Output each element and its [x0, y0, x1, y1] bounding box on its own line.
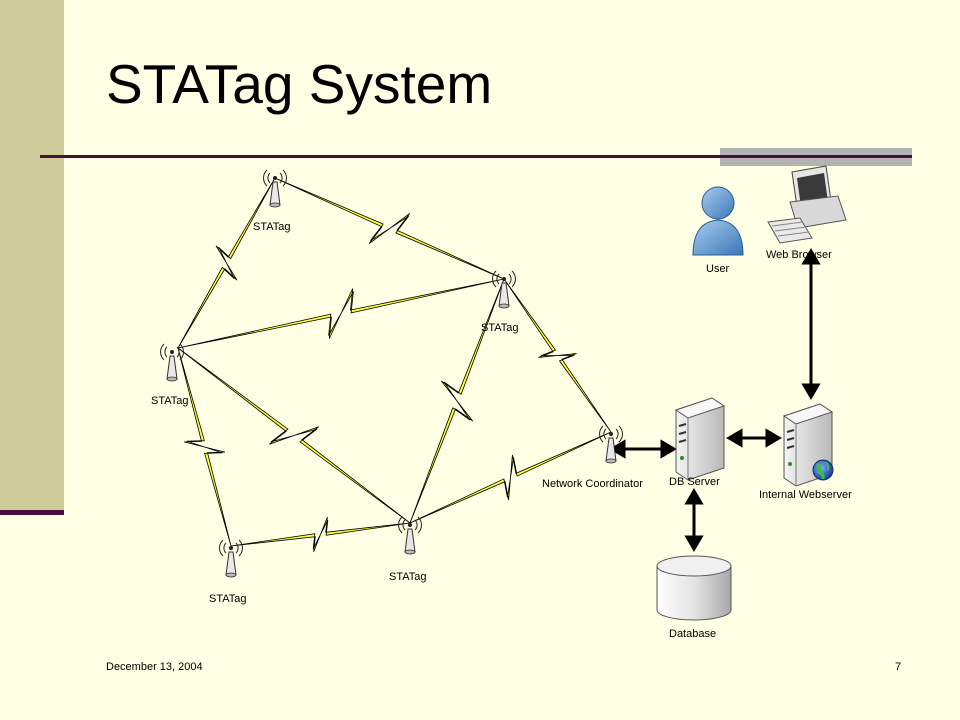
link-left-top	[177, 177, 276, 349]
database-label: Database	[669, 628, 716, 640]
link-bottomleft-bottomcenter	[230, 517, 411, 552]
slide-title: STATag System	[106, 53, 493, 115]
statag-bottom-center-label: STATag	[389, 571, 427, 583]
statag-left-label: STATag	[151, 395, 189, 407]
database-icon	[656, 555, 732, 621]
footer-date: December 13, 2004	[106, 661, 203, 673]
title-rule-over	[720, 155, 912, 158]
statag-left-antenna-icon	[160, 343, 184, 382]
statag-top-antenna-icon	[263, 169, 287, 208]
statag-mid-right-label: STATag	[481, 322, 519, 334]
footer-page-number: 7	[895, 661, 902, 673]
statag-bottom-center-antenna-icon	[398, 516, 422, 555]
user-label: User	[706, 263, 730, 275]
computer-icon	[767, 165, 847, 244]
link-mid-coordinator	[503, 278, 612, 433]
globe-icon	[812, 459, 834, 481]
network-coordinator-label: Network Coordinator	[542, 478, 643, 490]
statag-bottom-left-label: STATag	[209, 593, 247, 605]
statag-bottom-left-antenna-icon	[219, 539, 243, 578]
arrow-dbserver-webserver	[726, 428, 782, 448]
link-left-mid	[177, 278, 505, 349]
link-left-bottomleft	[177, 347, 232, 547]
web-browser-label: Web Browser	[766, 249, 832, 261]
user-icon	[692, 186, 744, 256]
internal-webserver-label: Internal Webserver	[759, 489, 852, 501]
arrow-coordinator-dbserver	[609, 439, 677, 459]
arrow-dbserver-database	[684, 488, 704, 552]
connection-arrows	[609, 248, 821, 552]
left-decor-rule	[0, 510, 64, 515]
db-server-icon	[674, 397, 726, 481]
link-left-bottomcenter	[177, 347, 411, 524]
title-rule	[40, 155, 912, 158]
statag-mid-right-antenna-icon	[492, 270, 516, 309]
statag-top-label: STATag	[253, 221, 291, 233]
db-server-label: DB Server	[669, 476, 720, 488]
link-top-mid	[274, 177, 505, 280]
left-decor-band	[0, 0, 64, 512]
wireless-links	[177, 177, 612, 552]
arrow-browser-webserver	[801, 248, 821, 400]
network-coordinator-antenna-icon	[599, 425, 623, 464]
